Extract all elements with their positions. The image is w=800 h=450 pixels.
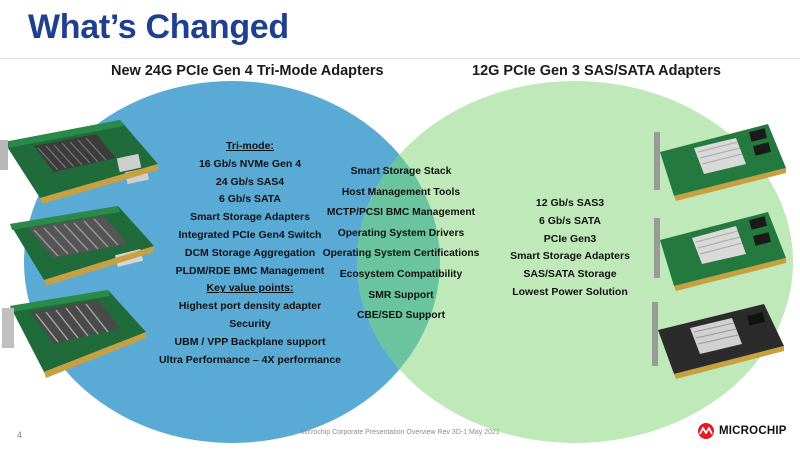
tri-mode-adapter-image-2 bbox=[10, 206, 154, 286]
list-item: Security bbox=[229, 317, 271, 330]
list-item: Operating System Certifications bbox=[322, 248, 480, 260]
list-item: Smart Storage Adapters bbox=[190, 211, 310, 224]
microchip-logo-icon bbox=[698, 423, 714, 439]
tri-mode-feature-list: Tri-mode: 16 Gb/s NVMe Gen 4 24 Gb/s SAS4 6… bbox=[130, 138, 370, 369]
list-item: Integrated PCIe Gen4 Switch bbox=[178, 228, 322, 241]
list-item: Host Management Tools bbox=[341, 186, 461, 198]
list-item: SMR Support bbox=[368, 289, 434, 301]
right-header: 12G PCIe Gen 3 SAS/SATA Adapters bbox=[472, 63, 721, 79]
list-heading: Key value points: bbox=[206, 282, 294, 295]
list-item: Smart Storage Stack bbox=[350, 166, 452, 177]
sas-sata-adapter-image-2 bbox=[654, 212, 786, 291]
title-divider bbox=[0, 58, 800, 59]
page-number: 4 bbox=[17, 430, 23, 440]
list-item: Operating System Drivers bbox=[337, 227, 465, 239]
left-header: New 24G PCIe Gen 4 Tri-Mode Adapters bbox=[111, 63, 384, 79]
sas-sata-adapter-image-1 bbox=[654, 124, 786, 201]
list-item: Lowest Power Solution bbox=[512, 285, 628, 298]
tri-mode-adapter-image-3 bbox=[2, 290, 146, 378]
list-item: SAS/SATA Storage bbox=[523, 268, 617, 281]
list-item: 6 Gb/s SATA bbox=[538, 214, 602, 227]
footer-text: Microchip Corporate Presentation Overvie… bbox=[300, 429, 500, 436]
tri-mode-adapter-image-1 bbox=[0, 120, 158, 204]
list-item: 24 Gb/s SAS4 bbox=[215, 175, 285, 188]
list-item: PLDM/RDE BMC Management bbox=[175, 264, 325, 277]
list-item: 6 Gb/s SATA bbox=[218, 193, 282, 206]
list-item: Highest port density adapter bbox=[178, 300, 322, 313]
slide-title: What’s Changed bbox=[28, 8, 289, 46]
list-item: CBE/SED Support bbox=[356, 310, 446, 322]
list-item: 16 Gb/s NVMe Gen 4 bbox=[198, 157, 302, 170]
list-item: Ecosystem Compatibility bbox=[339, 268, 463, 280]
list-item: Smart Storage Adapters bbox=[510, 250, 630, 263]
brand-name: MICROCHIP bbox=[719, 425, 787, 437]
list-item: UBM / VPP Backplane support bbox=[174, 335, 326, 348]
list-item: DCM Storage Aggregation bbox=[184, 246, 316, 259]
list-item: 12 Gb/s SAS3 bbox=[535, 197, 605, 209]
list-item: PCIe Gen3 bbox=[543, 232, 597, 245]
list-heading: Tri-mode: bbox=[226, 140, 274, 152]
list-item: MCTP/PCSI BMC Management bbox=[326, 207, 476, 219]
microchip-logo: MICROCHIP bbox=[697, 421, 787, 441]
sas-sata-adapter-image-3 bbox=[652, 302, 784, 379]
list-item: Ultra Performance – 4X performance bbox=[158, 353, 342, 366]
